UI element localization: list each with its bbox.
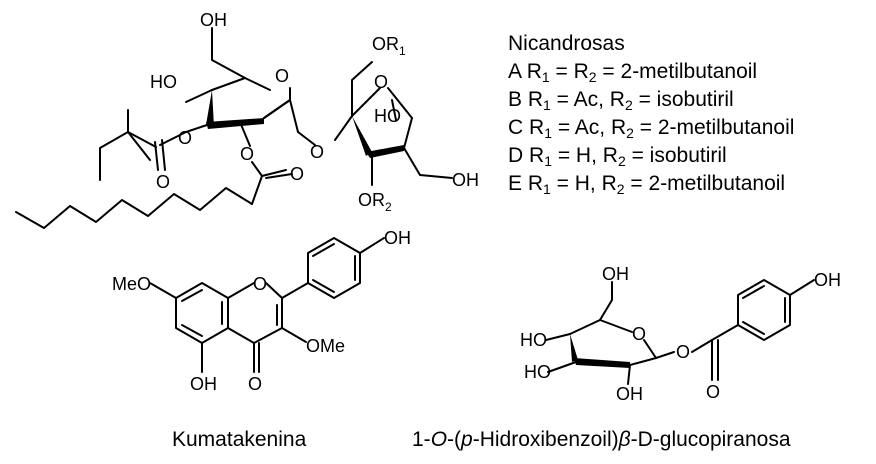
atom-label: OH bbox=[452, 170, 479, 190]
atom-label: O bbox=[676, 342, 690, 362]
atom-label: HO bbox=[520, 330, 547, 350]
atom-label: O bbox=[253, 274, 267, 294]
atom-label: HO bbox=[150, 72, 177, 92]
atom-label: O bbox=[248, 374, 262, 394]
legend-row-e: E R1 = H, R2 = 2-metilbutanoil bbox=[508, 172, 786, 197]
atom-label: O bbox=[632, 324, 646, 344]
atom-label: OMe bbox=[306, 336, 345, 356]
atom-label: OH bbox=[616, 384, 643, 404]
atom-label: O bbox=[706, 382, 720, 402]
atom-label: HO bbox=[374, 106, 401, 126]
atom-label: O bbox=[374, 72, 388, 92]
legend-row-d: D R1 = H, R2 = isobutiril bbox=[508, 144, 727, 169]
atom-label: OH bbox=[384, 228, 411, 248]
kumatakenina-labels: MeO O OH OMe OH O bbox=[112, 228, 411, 394]
atom-label: O bbox=[178, 128, 192, 148]
nicandrosas-legend: Nicandrosas A R1 = R2 = 2-metilbutanoil … bbox=[508, 30, 794, 198]
atom-label: HO bbox=[524, 362, 551, 382]
atom-label: O bbox=[156, 172, 170, 192]
atom-label: OH bbox=[200, 10, 227, 30]
atom-label: OR1 bbox=[372, 34, 406, 58]
nicandrosa-labels: OH HO O O O O O O OR1 O HO OH OR2 bbox=[150, 10, 479, 214]
atom-label: OH bbox=[190, 374, 217, 394]
atom-label: OR2 bbox=[358, 190, 392, 214]
legend-title: Nicandrosas bbox=[508, 32, 625, 55]
atom-label: O bbox=[290, 164, 304, 184]
kumatakenina-structure bbox=[149, 237, 385, 373]
atom-label: O bbox=[310, 142, 324, 162]
glucopiranosa-structure bbox=[545, 279, 815, 385]
atom-label: OH bbox=[814, 270, 841, 290]
legend-row-b: B R1 = Ac, R2 = isobutiril bbox=[508, 88, 734, 113]
glucopiranosa-labels: OH HO HO O OH O O OH bbox=[520, 264, 841, 404]
atom-label: O bbox=[275, 66, 289, 86]
nicandrosa-structure bbox=[15, 27, 453, 229]
legend-row-a: A R1 = R2 = 2-metilbutanoil bbox=[508, 60, 758, 85]
atom-label: MeO bbox=[112, 274, 151, 294]
atom-label: O bbox=[240, 144, 254, 164]
caption-kumatakenina: Kumatakenina bbox=[172, 428, 307, 451]
legend-row-c: C R1 = Ac, R2 = 2-metilbutanoil bbox=[508, 116, 795, 141]
caption-glucopiranosa: 1-O-(p-Hidroxibenzoil)β-D-glucopiranosa bbox=[412, 428, 791, 451]
atom-label: OH bbox=[602, 264, 629, 284]
